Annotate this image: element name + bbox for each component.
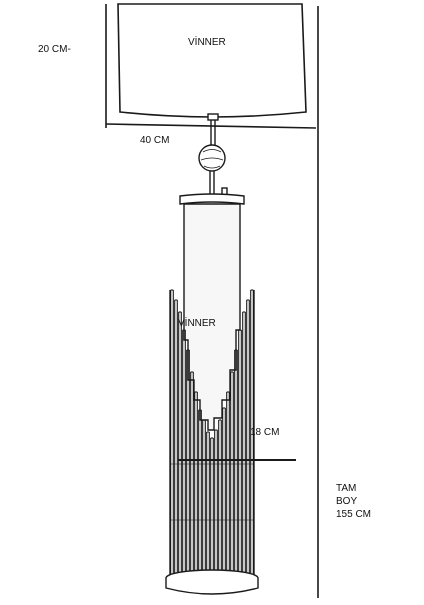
shade-height-label: 20 CM-: [38, 44, 71, 55]
total-height-line2: BOY: [336, 496, 358, 507]
lamp-base: [165, 569, 259, 595]
inner-panel: [183, 203, 241, 431]
shade-width-label: 40 CM: [140, 135, 170, 146]
lamp-stem: [198, 113, 228, 196]
shade-brand-label: VİNNER: [188, 37, 226, 48]
body-width-label: 18 CM: [250, 427, 280, 438]
lamp-body-top: [179, 193, 245, 205]
total-height-line3: 155 CM: [336, 509, 372, 520]
total-height-line1: TAM: [336, 483, 357, 494]
lamp-outline: [105, 3, 319, 598]
body-brand-label: VİNNER: [178, 318, 216, 329]
lamp-body-rods: [169, 289, 255, 578]
lamp-shade: [117, 3, 307, 118]
total-height-label: TAM BOY 155 CM: [336, 482, 371, 521]
